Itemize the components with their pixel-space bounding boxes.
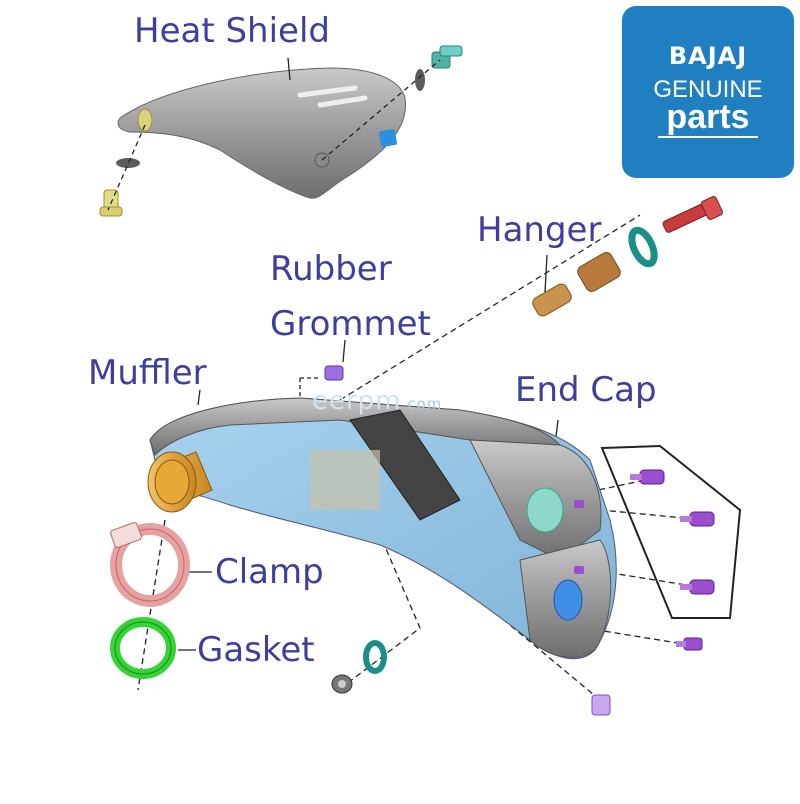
watermark-text: eerpm (312, 386, 402, 416)
screw-1 (630, 469, 665, 485)
heat-shield-bolt-left (99, 158, 140, 217)
logo-line-genuine: GENUINE (653, 76, 763, 103)
muffler-part (149, 397, 617, 660)
label-clamp: Clamp (215, 552, 324, 592)
logo-line-parts: parts (666, 98, 750, 136)
logo-underline (658, 136, 758, 138)
inlet-pipe (147, 451, 213, 513)
label-heat-shield: Heat Shield (134, 11, 330, 51)
label-muffler: Muffler (88, 353, 207, 393)
screw-2 (680, 511, 715, 527)
gasket-part (110, 617, 176, 679)
screw-4 (676, 637, 703, 651)
heat-shield-part (117, 67, 407, 199)
screw-3 (680, 579, 715, 595)
watermark: eerpm.com (312, 386, 442, 416)
rubber-grommet-part (324, 365, 344, 381)
bottom-washer-bolt (331, 640, 387, 694)
bajaj-genuine-parts-logo: BAJAJ GENUINE parts (622, 6, 794, 178)
end-cap-screws (574, 444, 742, 651)
label-hanger: Hanger (477, 210, 602, 250)
watermark-suffix: .com (401, 395, 443, 413)
label-gasket: Gasket (197, 630, 315, 670)
logo-brand: BAJAJ (668, 42, 748, 70)
heat-shield-bolt-right (415, 45, 463, 91)
grommet-bottom-part (591, 694, 611, 716)
label-grommet: Grommet (270, 304, 431, 344)
hanger-part (532, 196, 723, 317)
clamp-part (110, 522, 190, 607)
label-end-cap: End Cap (515, 370, 657, 410)
label-rubber: Rubber (270, 249, 392, 289)
